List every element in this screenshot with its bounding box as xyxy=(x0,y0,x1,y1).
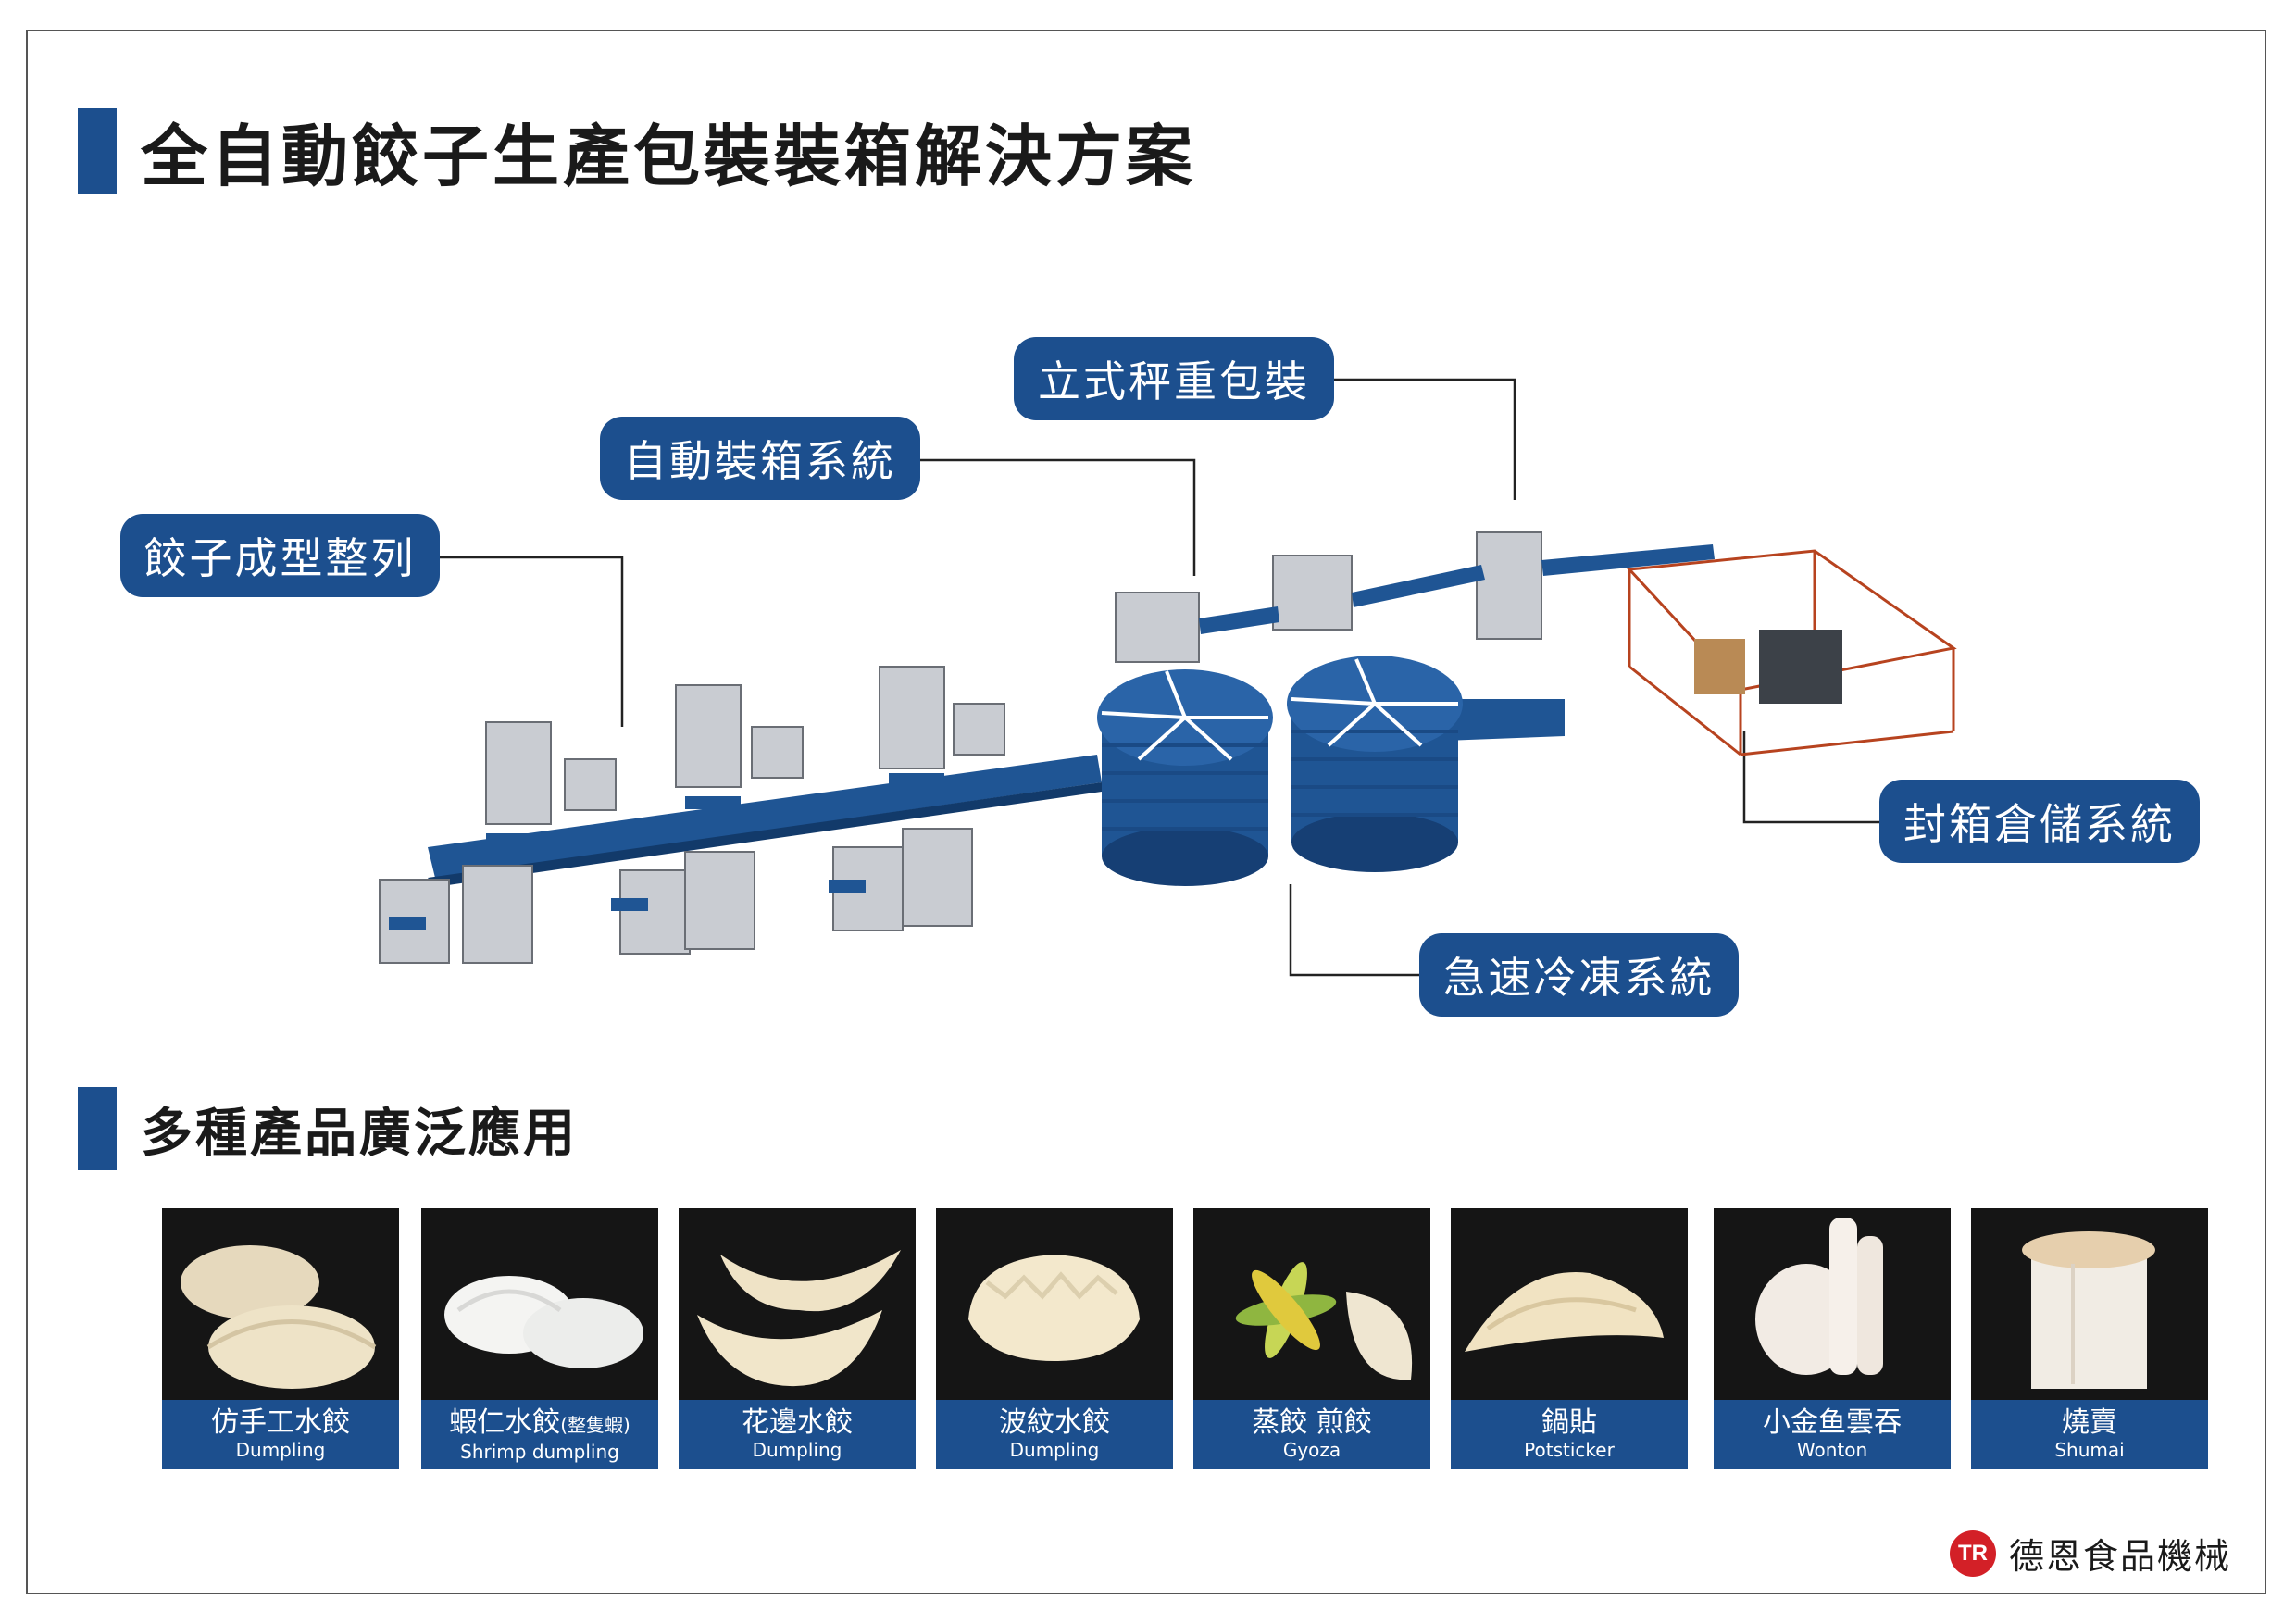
leader-weighing xyxy=(1333,378,1516,500)
leader-freezing xyxy=(1289,884,1422,977)
company-logo: TR 德恩食品機械 xyxy=(1949,1528,2231,1579)
product-name-en: Dumpling xyxy=(235,1439,326,1461)
product-card: 燒賣 Shumai xyxy=(1971,1208,2208,1469)
product-card: 蒸餃 煎餃 Gyoza xyxy=(1193,1208,1430,1469)
product-name-cn: 波紋水餃 xyxy=(999,1406,1110,1439)
product-card: 鍋貼 Potsticker xyxy=(1451,1208,1688,1469)
leader-case-packing xyxy=(917,458,1196,576)
product-name-en: Dumpling xyxy=(1009,1439,1100,1461)
section-accent-bar xyxy=(78,1087,117,1170)
product-label: 蒸餃 煎餃 Gyoza xyxy=(1193,1400,1430,1469)
product-photo xyxy=(162,1208,399,1400)
product-name-cn-main: 蝦仁水餃 xyxy=(449,1406,561,1439)
title-accent-bar xyxy=(78,107,117,194)
product-name-cn: 燒賣 xyxy=(2062,1406,2117,1439)
robot-cell xyxy=(1626,549,1957,756)
section-title: 多種產品廣泛應用 xyxy=(78,1087,578,1170)
packing-conveyors xyxy=(1199,544,1715,634)
callout-sealing: 封箱倉儲系統 xyxy=(1879,780,2200,863)
product-photo xyxy=(1971,1208,2208,1400)
callout-forming: 餃子成型整列 xyxy=(120,514,440,597)
leader-sealing xyxy=(1742,731,1879,824)
product-label: 小金鱼雲吞 Wonton xyxy=(1714,1400,1951,1469)
page-title-text: 全自動餃子生產包裝裝箱解決方案 xyxy=(141,118,1197,195)
product-label: 燒賣 Shumai xyxy=(1971,1400,2208,1469)
callout-freezing: 急速冷凍系統 xyxy=(1419,933,1739,1017)
section-title-text: 多種產品廣泛應用 xyxy=(141,1103,578,1164)
product-name-cn: 蝦仁水餃(整隻蝦) xyxy=(421,1407,658,1441)
product-name-cn: 花邊水餃 xyxy=(742,1406,853,1439)
product-photo xyxy=(1714,1208,1951,1400)
product-photo xyxy=(1451,1208,1688,1400)
product-label: 蝦仁水餃(整隻蝦) Shrimp dumpling xyxy=(421,1400,658,1469)
product-name-en: Shrimp dumpling xyxy=(460,1441,619,1463)
page-frame xyxy=(26,30,2266,1594)
leader-forming xyxy=(435,556,624,727)
product-card: 仿手工水餃 Dumpling xyxy=(162,1208,399,1469)
forming-blue-parts xyxy=(389,773,944,930)
product-card: 花邊水餃 Dumpling xyxy=(679,1208,916,1469)
product-card: 小金鱼雲吞 Wonton xyxy=(1714,1208,1951,1469)
product-name-en: Potsticker xyxy=(1524,1439,1615,1461)
product-card: 波紋水餃 Dumpling xyxy=(936,1208,1173,1469)
page-title: 全自動餃子生產包裝裝箱解決方案 xyxy=(78,102,1196,199)
product-name-en: Shumai xyxy=(2054,1439,2125,1461)
packing-machines xyxy=(1115,531,1542,663)
product-name-cn: 小金鱼雲吞 xyxy=(1763,1406,1902,1439)
logo-icon: TR xyxy=(1949,1530,1996,1577)
product-photo xyxy=(1193,1208,1430,1400)
product-name-en: Gyoza xyxy=(1282,1439,1341,1461)
product-name-cn: 蒸餃 煎餃 xyxy=(1252,1406,1372,1439)
spiral-freezers xyxy=(1097,656,1463,886)
product-label: 花邊水餃 Dumpling xyxy=(679,1400,916,1469)
product-photo xyxy=(936,1208,1173,1400)
product-name-cn-note: (整隻蝦) xyxy=(560,1414,630,1436)
product-name-en: Wonton xyxy=(1796,1439,1868,1461)
product-label: 波紋水餃 Dumpling xyxy=(936,1400,1173,1469)
product-photo xyxy=(421,1208,658,1400)
product-name-cn: 仿手工水餃 xyxy=(211,1406,350,1439)
callout-case-packing: 自動裝箱系統 xyxy=(600,417,920,500)
callout-weighing: 立式秤重包裝 xyxy=(1014,337,1334,420)
product-label: 鍋貼 Potsticker xyxy=(1451,1400,1688,1469)
product-name-en: Dumpling xyxy=(752,1439,842,1461)
product-label: 仿手工水餃 Dumpling xyxy=(162,1400,399,1469)
company-name: 德恩食品機械 xyxy=(2008,1536,2231,1577)
product-name-cn: 鍋貼 xyxy=(1541,1406,1597,1439)
forming-machines xyxy=(379,666,1005,964)
product-card: 蝦仁水餃(整隻蝦) Shrimp dumpling xyxy=(421,1208,658,1469)
product-photo xyxy=(679,1208,916,1400)
